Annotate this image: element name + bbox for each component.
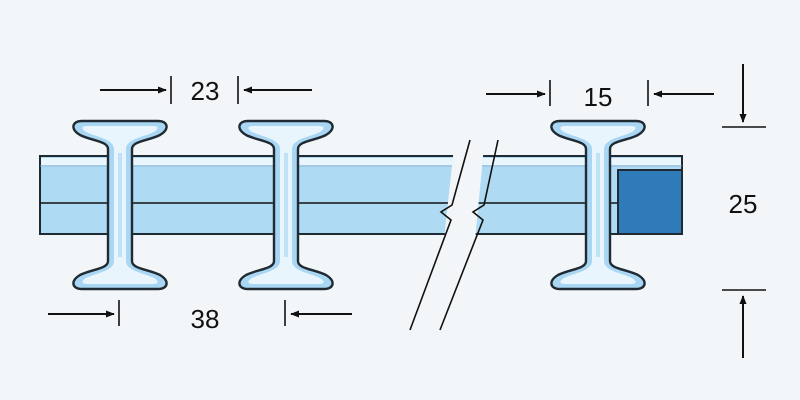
dimension-label-top: 23 — [191, 76, 220, 106]
dimension-right-pitch: 15 — [486, 80, 714, 112]
dimension-bottom-pitch: 38 — [48, 300, 352, 334]
cross-section-end — [617, 169, 683, 235]
dimension-top-pitch: 23 — [100, 76, 312, 106]
dimension-label-right: 15 — [584, 82, 613, 112]
dimension-label-height: 25 — [729, 189, 758, 219]
dimension-label-bottom: 38 — [191, 304, 220, 334]
break-mark-icon — [409, 139, 499, 331]
strip-left-segment — [39, 155, 470, 235]
dimension-height: 25 — [722, 64, 766, 358]
